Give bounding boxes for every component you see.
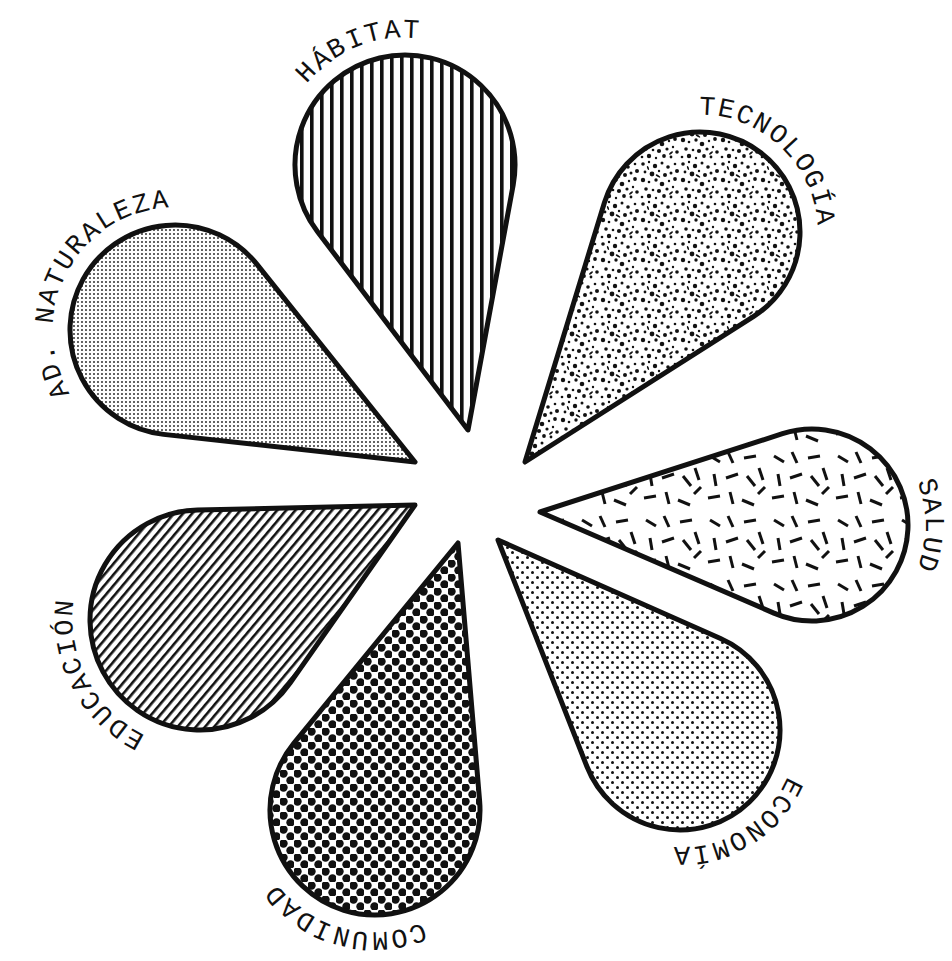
label-glyph: M <box>371 925 388 953</box>
petal-label: HÁBITAT <box>291 14 429 90</box>
label-glyph: A <box>383 17 402 45</box>
label-glyph <box>32 326 60 343</box>
label-glyph: Ó <box>52 619 80 637</box>
petal-shape <box>84 499 421 736</box>
petal: ECONOMÍA <box>492 534 786 836</box>
petal-label: ECONOMÍA <box>665 769 807 871</box>
petal-label: AD. NATURALEZA <box>29 185 177 407</box>
petal-outline <box>70 225 415 462</box>
petal-shape <box>64 219 421 468</box>
label-glyph: C <box>405 916 429 947</box>
label-glyph: Í <box>691 837 712 866</box>
label-glyph: A <box>916 496 945 516</box>
petal-label: TECNOLOGÍA <box>690 91 840 234</box>
petal-outline <box>498 540 780 830</box>
petal: TECNOLOGÍA <box>519 126 806 468</box>
label-glyph: D <box>911 551 942 575</box>
label-glyph: L <box>918 517 945 533</box>
label-glyph: N <box>33 305 62 324</box>
petal-label: EDUCACIÓN <box>49 592 151 754</box>
label-glyph: T <box>698 94 716 122</box>
petal-outline <box>90 505 415 730</box>
petal: AD. NATURALEZA <box>64 219 421 468</box>
label-glyph: A <box>674 840 691 867</box>
label-glyph: A <box>151 188 170 217</box>
label-glyph: T <box>402 17 419 45</box>
label-glyph: U <box>351 924 370 953</box>
petal-shape <box>519 126 806 468</box>
label-glyph: A <box>809 207 838 226</box>
petal-label: SALUD <box>909 470 949 580</box>
petal-outline <box>525 132 800 462</box>
label-glyph: N <box>52 599 80 617</box>
petal: EDUCACIÓN <box>84 499 421 736</box>
petal-shape <box>492 534 786 836</box>
petal-label: COMUNIDAD <box>260 877 434 955</box>
